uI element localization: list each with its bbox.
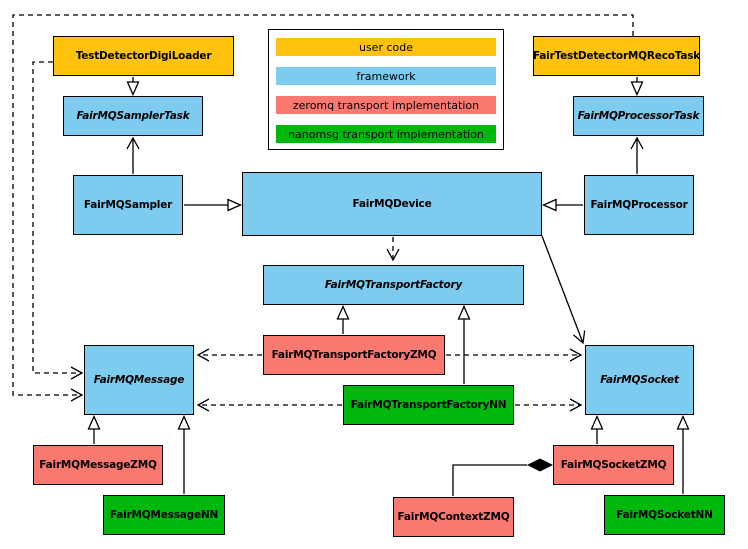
class-box-fairmqtransportfactory: FairMQTransportFactory: [263, 265, 524, 305]
class-label: FairMQTransportFactoryZMQ: [271, 349, 437, 361]
class-box-fairmqprocessortask: FairMQProcessorTask: [573, 96, 704, 136]
class-box-fairtestdetectormqrecotask: FairTestDetectorMQRecoTask: [533, 36, 700, 76]
class-box-fairmqtransportfactoryzmq: FairMQTransportFactoryZMQ: [263, 335, 445, 375]
class-label: FairMQTransportFactoryNN: [350, 399, 507, 411]
class-label: FairMQSocket: [600, 374, 679, 386]
legend-item-framework: framework: [276, 67, 496, 85]
class-box-fairmqmessage: FairMQMessage: [84, 345, 194, 415]
class-label: FairMQMessage: [93, 374, 185, 386]
class-box-fairmqsocketnn: FairMQSocketNN: [604, 495, 725, 535]
legend-item-zeromq: zeromq transport implementation: [276, 96, 496, 114]
legend-label: user code: [358, 40, 414, 54]
class-box-fairmqmessagezmq: FairMQMessageZMQ: [33, 445, 163, 485]
class-box-fairmqdevice: FairMQDevice: [242, 172, 542, 236]
class-label: FairMQMessageZMQ: [39, 459, 157, 471]
legend: user code framework zeromq transport imp…: [268, 29, 504, 150]
composition-diamond: [527, 458, 553, 472]
edge-contextzmq-composition-socketzmq: [452, 464, 527, 496]
legend-item-nanomsg: nanomsg transport implementation: [276, 125, 496, 143]
class-box-fairmqmessagenn: FairMQMessageNN: [103, 495, 225, 535]
class-box-fairmqsocketzmq: FairMQSocketZMQ: [553, 445, 674, 485]
class-label: FairMQProcessor: [590, 199, 688, 211]
class-box-fairmqprocessor: FairMQProcessor: [584, 175, 694, 235]
class-label: FairMQDevice: [352, 198, 432, 210]
class-label: FairTestDetectorMQRecoTask: [532, 50, 701, 62]
class-label: FairMQSocketZMQ: [560, 459, 667, 471]
class-label: FairMQContextZMQ: [397, 511, 510, 523]
class-box-fairmqsamplertask: FairMQSamplerTask: [63, 96, 203, 136]
class-box-testdetectordigiloader: TestDetectorDigiLoader: [53, 36, 234, 76]
legend-item-user-code: user code: [276, 38, 496, 56]
legend-label: framework: [356, 69, 416, 83]
class-box-fairmqsocket: FairMQSocket: [585, 345, 694, 415]
legend-label: zeromq transport implementation: [292, 98, 480, 112]
class-label: FairMQMessageNN: [109, 509, 219, 521]
class-box-fairmqtransportfactorynn: FairMQTransportFactoryNN: [343, 385, 514, 425]
class-box-fairmqsampler: FairMQSampler: [73, 175, 183, 235]
class-label: FairMQSocketNN: [616, 509, 713, 521]
class-label: FairMQProcessorTask: [577, 110, 700, 122]
class-label: TestDetectorDigiLoader: [75, 50, 212, 62]
class-label: FairMQTransportFactory: [324, 279, 463, 291]
class-label: FairMQSampler: [83, 199, 173, 211]
class-box-fairmqcontextzmq: FairMQContextZMQ: [393, 497, 514, 537]
class-label: FairMQSamplerTask: [76, 110, 190, 122]
edge-device-uses-socket: [541, 235, 586, 345]
legend-label: nanomsg transport implementation: [288, 127, 484, 141]
